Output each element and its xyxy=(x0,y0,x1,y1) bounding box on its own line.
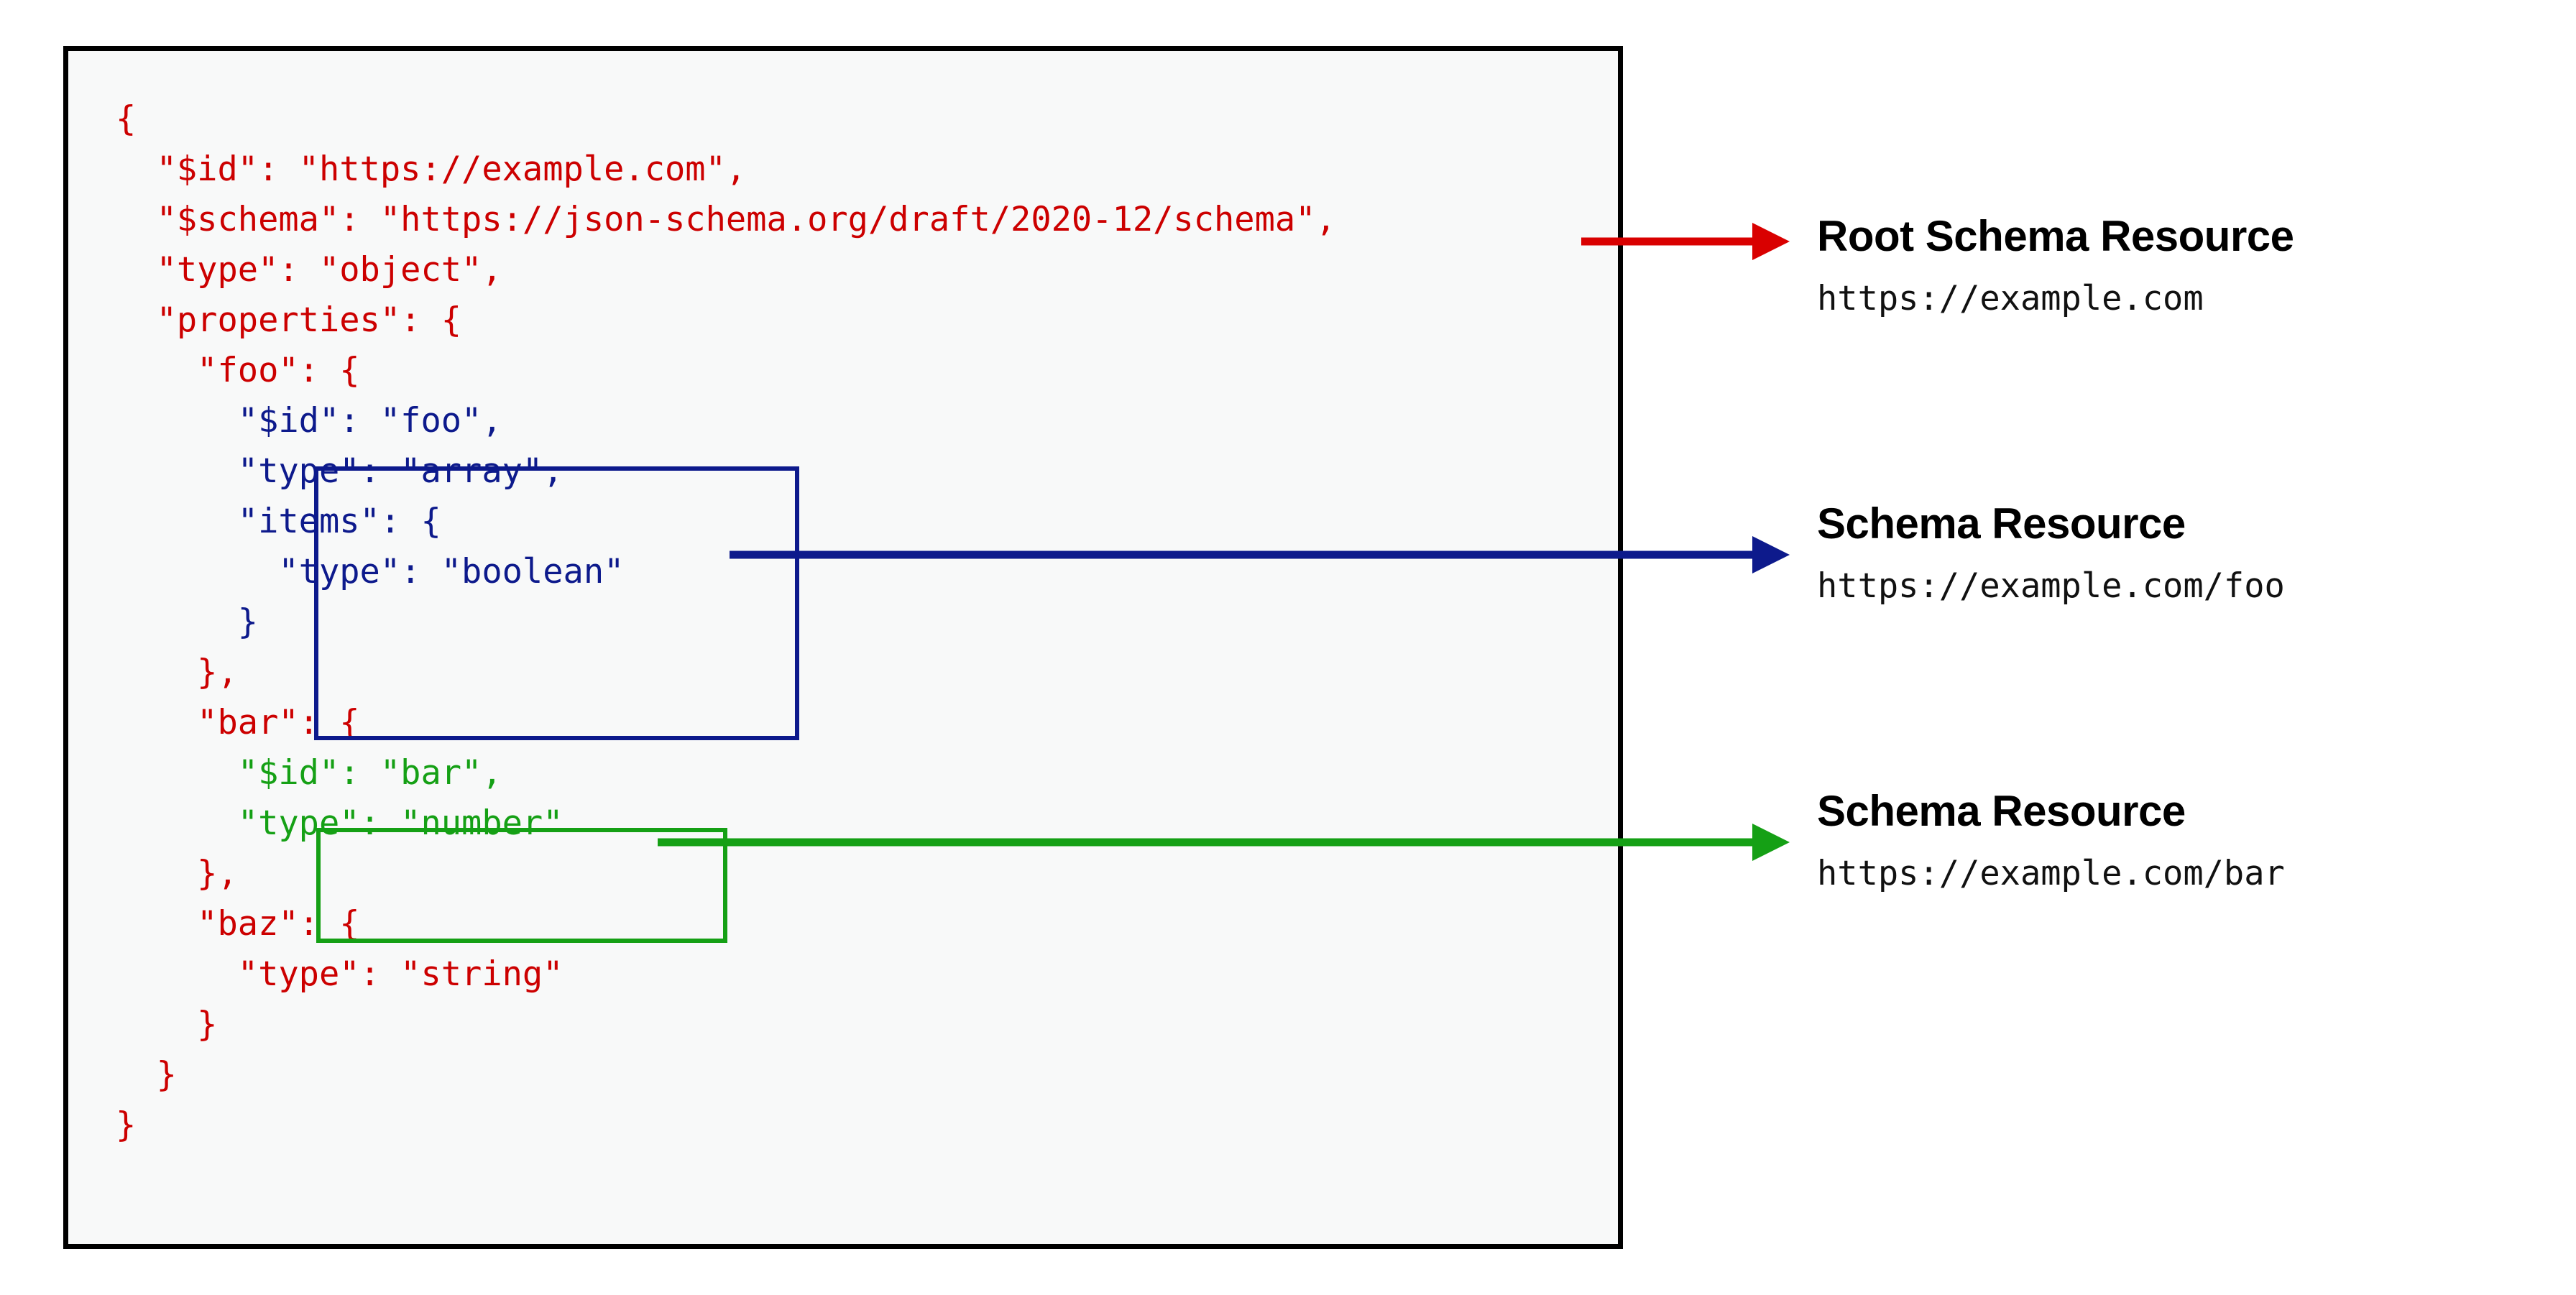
arrow-head-icon xyxy=(1752,223,1790,260)
callout-root-schema-resource: Root Schema Resource https://example.com xyxy=(1817,213,2294,319)
code-line: "type": "array", xyxy=(116,451,564,491)
code-line: } xyxy=(116,1105,137,1145)
code-line: "baz": { xyxy=(116,904,360,944)
arrow-head-icon xyxy=(1752,824,1790,861)
code-line: } xyxy=(116,602,259,642)
callout-title: Schema Resource xyxy=(1817,499,2186,548)
code-line: } xyxy=(116,1055,177,1094)
code-line: "items": { xyxy=(116,502,441,541)
callout-uri: https://example.com xyxy=(1817,279,2204,318)
code-line: "$id": "https://example.com", xyxy=(116,149,747,189)
highlight-box-bar-schema-resource xyxy=(316,828,727,943)
code-line: { xyxy=(116,99,137,139)
code-line: "foo": { xyxy=(116,351,360,390)
callout-foo-schema-resource: Schema Resource https://example.com/foo xyxy=(1817,500,2285,607)
code-line: "$id": "foo", xyxy=(116,401,502,441)
arrow-shaft xyxy=(730,550,1761,559)
code-line: "type": "string" xyxy=(116,954,564,994)
json-source-code: { "$id": "https://example.com", "$schema… xyxy=(116,94,1336,1151)
code-line: }, xyxy=(116,854,238,893)
code-line: "type": "boolean" xyxy=(116,552,625,591)
code-line: } xyxy=(116,1005,218,1044)
callout-uri: https://example.com/bar xyxy=(1817,854,2285,893)
code-line: "type": "object", xyxy=(116,250,502,290)
callout-bar-schema-resource: Schema Resource https://example.com/bar xyxy=(1817,788,2285,894)
code-line: "$schema": "https://json-schema.org/draf… xyxy=(116,200,1336,239)
callout-title: Root Schema Resource xyxy=(1817,212,2294,260)
code-line: "properties": { xyxy=(116,300,462,340)
callout-uri: https://example.com/foo xyxy=(1817,566,2285,606)
code-line: }, xyxy=(116,653,238,692)
arrow-head-icon xyxy=(1752,536,1790,573)
highlight-box-foo-schema-resource xyxy=(314,466,799,740)
callout-title: Schema Resource xyxy=(1817,787,2186,835)
arrow-shaft xyxy=(658,838,1761,847)
code-line: "bar": { xyxy=(116,703,360,742)
code-line: "$id": "bar", xyxy=(116,753,502,793)
arrow-shaft xyxy=(1581,237,1761,246)
code-line: "type": "number" xyxy=(116,803,564,843)
json-code-panel: { "$id": "https://example.com", "$schema… xyxy=(63,46,1623,1249)
